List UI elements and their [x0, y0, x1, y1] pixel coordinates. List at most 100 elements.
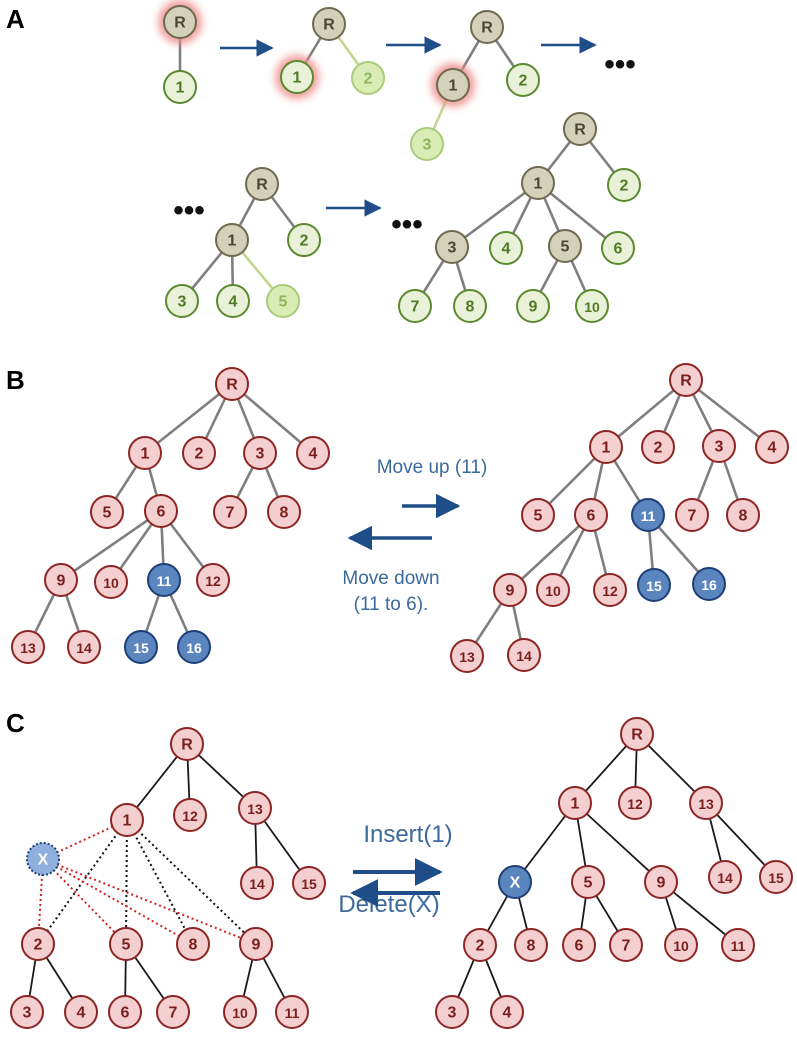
- tree-node: 2: [351, 61, 385, 95]
- node-label: 8: [527, 938, 536, 955]
- tree-node: 3: [165, 284, 199, 318]
- node-label: 2: [519, 73, 528, 90]
- node-label: 7: [688, 508, 697, 525]
- tree-node: 5: [90, 495, 124, 529]
- node-label: R: [481, 20, 493, 37]
- tree-node: R: [312, 7, 346, 41]
- node-label: 1: [571, 796, 580, 813]
- tree-node: 5: [571, 865, 605, 899]
- tree-node: 8: [453, 289, 487, 323]
- node-label: 7: [411, 299, 420, 316]
- node-label: 12: [602, 583, 618, 599]
- node-label: 16: [701, 577, 717, 593]
- node-label: 9: [657, 875, 666, 892]
- tree-node: 16: [177, 630, 211, 664]
- node-label: 12: [182, 808, 198, 824]
- tree-node: 10: [223, 995, 257, 1029]
- node-label: 1: [449, 78, 458, 95]
- node-label: 5: [534, 508, 543, 525]
- node-label: 10: [545, 583, 561, 599]
- node-label: 5: [279, 294, 288, 311]
- tree-node: 1: [128, 436, 162, 470]
- ellipsis-a1: •••: [604, 48, 636, 81]
- tree-node: 4: [216, 284, 250, 318]
- node-label: 2: [476, 938, 485, 955]
- tree-edge: [605, 379, 687, 448]
- dotted-edge: [126, 819, 257, 945]
- node-label: R: [631, 727, 643, 744]
- node-label: 2: [300, 233, 309, 250]
- node-label: 6: [157, 504, 166, 521]
- tree-node: 7: [398, 289, 432, 323]
- tree-node: 4: [64, 995, 98, 1029]
- tree-edge: [60, 509, 162, 582]
- tree-edge: [574, 802, 662, 883]
- node-label: 6: [575, 938, 584, 955]
- node-label: R: [323, 17, 335, 34]
- node-label: 14: [516, 648, 532, 664]
- tree-node: 4: [755, 430, 789, 464]
- node-label: 8: [189, 937, 198, 954]
- dotted-edge: [42, 858, 127, 945]
- tree-node: X: [498, 865, 532, 899]
- node-label: 14: [717, 870, 733, 886]
- tree-node: 1: [521, 166, 555, 200]
- tree-node: R: [158, 0, 202, 44]
- node-label: 13: [247, 801, 263, 817]
- tree-edge: [685, 378, 773, 449]
- tree-edge: [231, 383, 314, 454]
- node-label: 6: [587, 508, 596, 525]
- tree-node: 10: [664, 928, 698, 962]
- node-label: 3: [23, 1005, 32, 1022]
- node-label: 2: [654, 440, 663, 457]
- tree-node: 10: [94, 565, 128, 599]
- tree-edge: [144, 382, 233, 455]
- tree-node: 2: [287, 223, 321, 257]
- tree-node: 15: [292, 866, 326, 900]
- tree-node: 2: [463, 928, 497, 962]
- node-label: X: [38, 852, 49, 869]
- node-label: 2: [620, 178, 629, 195]
- dotted-edge: [42, 858, 194, 945]
- tree-node: 9: [44, 563, 78, 597]
- tree-node: 5: [266, 284, 300, 318]
- tree-node: 13: [11, 630, 45, 664]
- node-label: 5: [584, 875, 593, 892]
- node-label: 5: [561, 239, 570, 256]
- tree-node: 6: [562, 928, 596, 962]
- tree-node: 11: [631, 498, 665, 532]
- node-label: R: [680, 373, 692, 390]
- tree-node: 14: [240, 866, 274, 900]
- tree-node: 5: [521, 498, 555, 532]
- node-label: 10: [673, 938, 689, 954]
- node-label: 4: [229, 294, 238, 311]
- node-label: 15: [768, 870, 784, 886]
- node-label: 2: [195, 446, 204, 463]
- tree-node: 9: [239, 927, 273, 961]
- dotted-edge: [126, 819, 194, 945]
- node-label: 1: [293, 70, 302, 87]
- node-label: 8: [739, 508, 748, 525]
- node-label: 9: [57, 573, 66, 590]
- tree-node: 6: [108, 995, 142, 1029]
- tree-node: 7: [156, 995, 190, 1029]
- tree-node: 5: [109, 927, 143, 961]
- tree-node: 4: [296, 436, 330, 470]
- tree-node: 7: [675, 498, 709, 532]
- tree-node: 7: [213, 495, 247, 529]
- tree-node: 13: [238, 791, 272, 825]
- node-label: 1: [228, 233, 237, 250]
- tree-node: 6: [574, 498, 608, 532]
- move-up-label: Move up (11): [377, 457, 488, 478]
- delete-label: Delete(X): [338, 891, 439, 918]
- node-label: 5: [122, 937, 131, 954]
- tree-node: 10: [536, 573, 570, 607]
- tree-node: 2: [182, 436, 216, 470]
- tree-node: 6: [144, 494, 178, 528]
- node-label: 15: [133, 640, 149, 656]
- tree-node: 3: [243, 436, 277, 470]
- panel-a-label: A: [6, 4, 25, 34]
- node-label: 9: [506, 583, 515, 600]
- tree-node: 12: [196, 563, 230, 597]
- tree-node: 10: [575, 289, 609, 323]
